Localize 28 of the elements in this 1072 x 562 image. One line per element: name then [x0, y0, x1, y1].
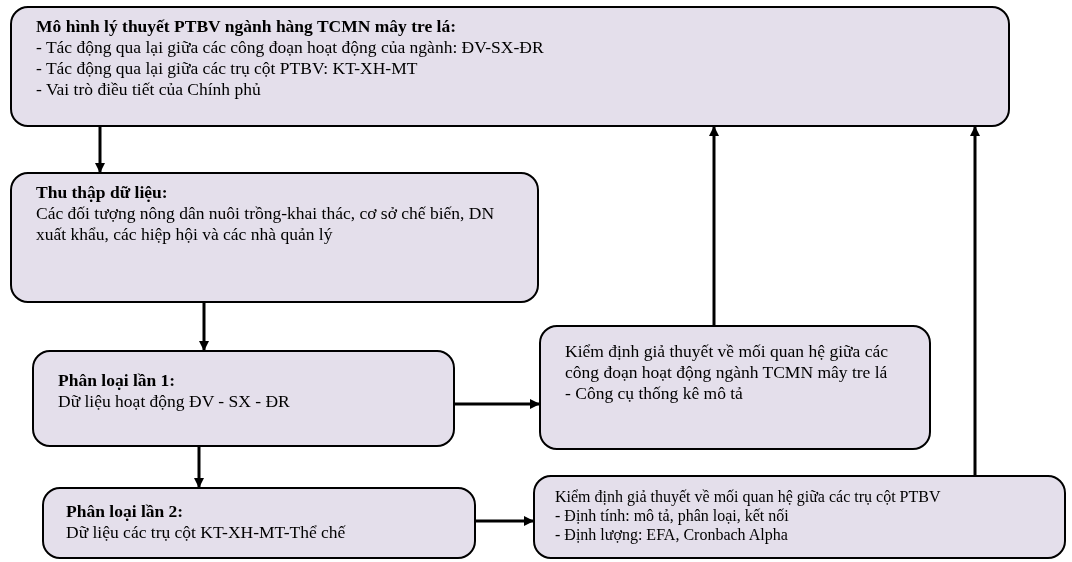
box-text: Dữ liệu các trụ cột KT-XH-MT-Thể chế [66, 522, 347, 543]
box-text: Các đối tượng nông dân nuôi trồng-khai thác, cơ sở chế biến, DN xuất khẩu, các hiệp hội và các nhà quản lý [36, 203, 496, 245]
arrow [455, 399, 540, 409]
box-text: - Vai trò điều tiết của Chính phủ [36, 79, 262, 100]
box-heading: Thu thập dữ liệu: [36, 182, 169, 203]
model-box [10, 6, 1010, 127]
box-text: - Tác động qua lại giữa các trụ cột PTBV: KT-XH-MT [36, 58, 419, 79]
box-text: Kiểm định giả thuyết về mối quan hệ giữa các trụ cột PTBV [555, 487, 942, 507]
box-text: - Định tính: mô tả, phân loại, kết nối [555, 506, 790, 526]
hypothesis-test-box [533, 475, 1066, 559]
classification-box [32, 350, 455, 447]
arrow [95, 127, 105, 173]
box-text: - Tác động qua lại giữa các công đoạn hoạt động của ngành: ĐV-SX-ĐR [36, 37, 545, 58]
box-heading: Phân loại lần 2: [66, 501, 185, 522]
box-text: Kiểm định giả thuyết về mối quan hệ giữa các công đoạn hoạt động ngành TCMN mây tre lá [565, 341, 889, 383]
box-text: Dữ liệu hoạt động ĐV - SX - ĐR [58, 391, 291, 412]
arrow [199, 303, 209, 351]
data-collection-box [10, 172, 539, 303]
arrow [970, 126, 980, 475]
hypothesis-test-box [539, 325, 931, 450]
classification-box [42, 487, 476, 559]
box-heading: Phân loại lần 1: [58, 370, 177, 391]
arrow [709, 126, 719, 325]
arrow [194, 447, 204, 488]
box-text: - Công cụ thống kê mô tả [565, 383, 744, 404]
box-text: - Định lượng: EFA, Cronbach Alpha [555, 525, 789, 545]
arrow [476, 516, 534, 526]
box-heading: Mô hình lý thuyết PTBV ngành hàng TCMN mây tre lá: [36, 16, 458, 37]
